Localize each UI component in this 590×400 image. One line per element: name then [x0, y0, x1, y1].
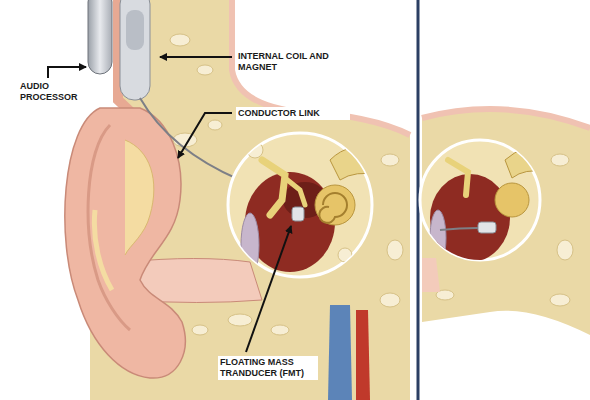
- middle-ear: [241, 130, 380, 277]
- part-label: CONDUCTOR LINK: [236, 107, 350, 120]
- internal-coil: [120, 0, 150, 100]
- bone: [422, 109, 590, 335]
- cartilage: [125, 140, 154, 255]
- skin-layer: [422, 109, 590, 128]
- part-label: AUDIO PROCESSOR: [18, 80, 92, 104]
- middle-ear: [430, 148, 545, 266]
- ear-canal: [422, 258, 440, 292]
- part-label: INTERNAL COIL AND MAGNET: [236, 50, 344, 74]
- artery: [356, 310, 370, 400]
- audio-processor: [88, 0, 112, 74]
- fmt: [478, 222, 496, 233]
- vein: [328, 305, 352, 400]
- magnet: [126, 10, 144, 50]
- pinna-fold: [88, 125, 130, 330]
- cartilage: [94, 210, 112, 290]
- pinna: [65, 108, 185, 378]
- skin-layer: [232, 0, 410, 135]
- part-label: FLOATING MASS TRANDUCER (FMT): [218, 356, 318, 380]
- fmt: [292, 207, 304, 221]
